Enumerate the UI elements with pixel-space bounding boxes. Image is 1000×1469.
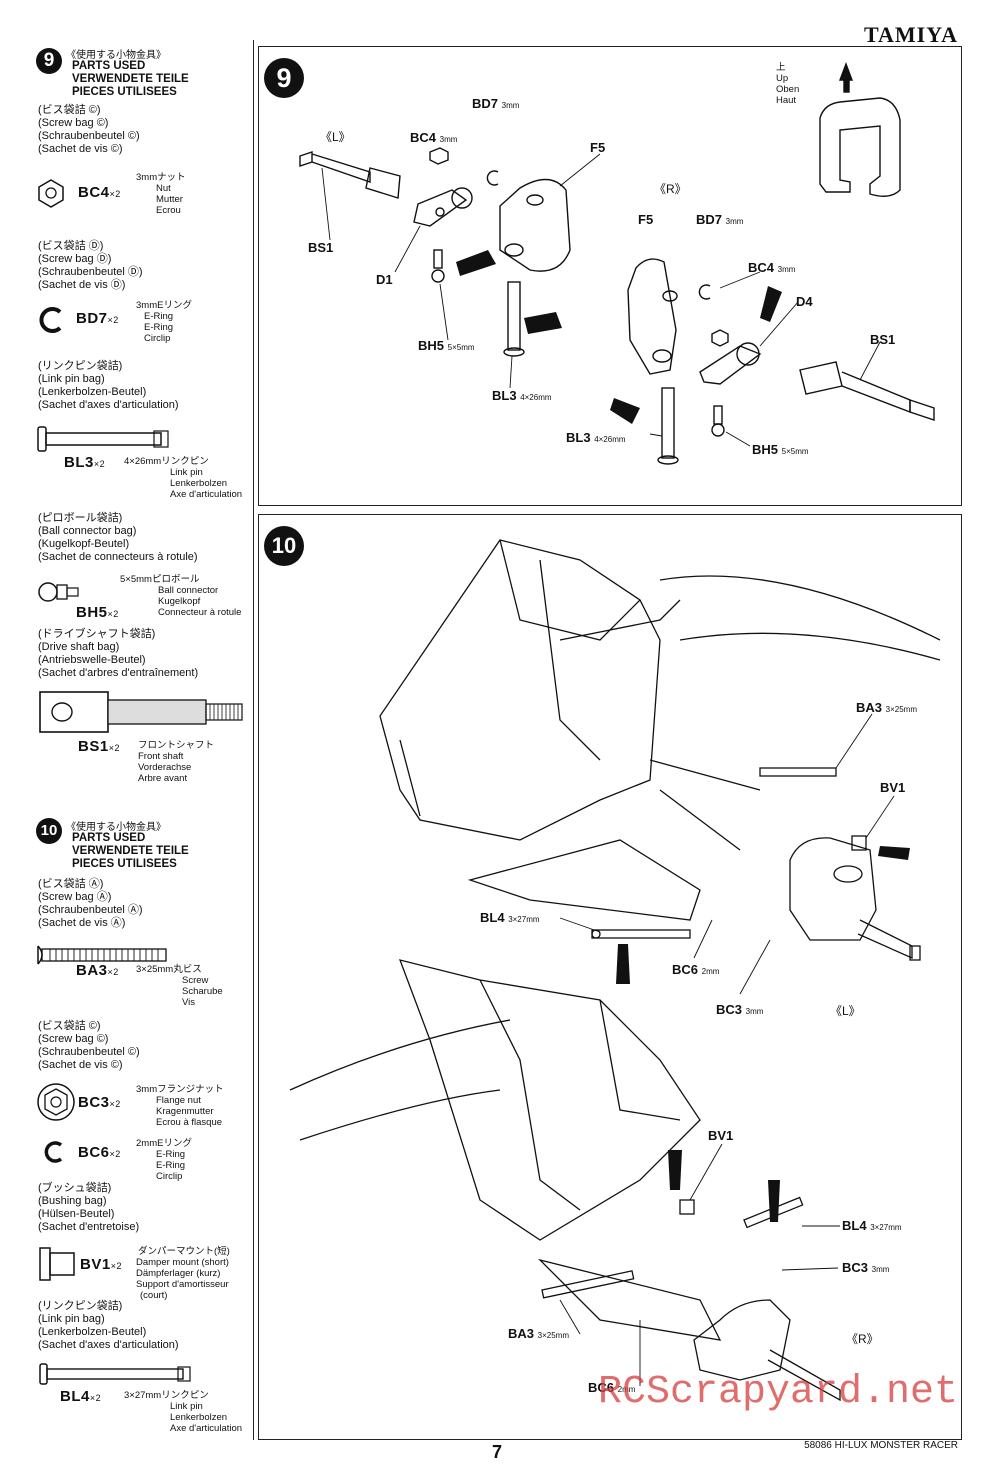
bag-group: (ビス袋詰 Ⓓ)(Screw bag Ⓓ)(Schraubenbeutel Ⓓ)… (38, 240, 143, 291)
bag-group: (ドライブシャフト袋詰)(Drive shaft bag)(Antriebswe… (38, 628, 199, 679)
bag-group: (ビス袋詰 Ⓐ)(Screw bag Ⓐ)(Schraubenbeutel Ⓐ)… (38, 878, 143, 929)
label-left: 《L》 (830, 1004, 861, 1018)
label-bd7: BD7 3mm (472, 96, 520, 111)
step-9-badge: 9 (36, 48, 62, 74)
label-bs1: BS1 (308, 240, 334, 255)
bag-group: (リンクピン袋詰)(Link pin bag)(Lenkerbolzen-Beu… (38, 360, 179, 411)
part-code: BV1×2 (80, 1256, 122, 1273)
watermark: RCScrapyard.net (597, 1370, 958, 1415)
part-code: BL4×2 (60, 1388, 102, 1405)
label-bc6: BC6 2mm (672, 962, 720, 977)
label-bv1: BV1 (880, 780, 906, 795)
label-bd7-right: BD7 3mm (696, 212, 744, 227)
ball-connector-icon (38, 582, 79, 602)
part-code: BA3×2 (76, 962, 119, 979)
flange-nut-icon (37, 1083, 75, 1121)
step-9-panel (258, 46, 962, 506)
label-bh5: BH5 5×5mm (418, 338, 475, 353)
label-bs1-right: BS1 (870, 332, 896, 347)
step-9-number: 9 (264, 58, 304, 98)
part-code: BC3×2 (78, 1094, 121, 1111)
label-bl3-right: BL3 4×26mm (566, 430, 626, 445)
link-pin-icon (37, 426, 169, 452)
bag-group: (ブッシュ袋詰)(Bushing bag)(Hülsen-Beutel)(Sac… (38, 1182, 140, 1233)
label-bc3: BC3 3mm (716, 1002, 764, 1017)
label-bl3: BL3 4×26mm (492, 388, 552, 403)
label-bc4: BC4 3mm (410, 130, 458, 145)
step-10-number: 10 (264, 526, 304, 566)
label-d4: D4 (796, 294, 813, 309)
step-10-badge: 10 (36, 818, 62, 844)
model-footer: 58086 HI-LUX MONSTER RACER (804, 1440, 958, 1451)
parts-used-jp: 《使用する小物金具》 (66, 822, 166, 833)
label-left: 《L》 (320, 130, 351, 144)
part-code: BL3×2 (64, 454, 106, 471)
label-bc3-lower: BC3 3mm (842, 1260, 890, 1275)
damper-mount-icon (39, 1247, 75, 1281)
label-f5: F5 (590, 140, 606, 155)
label-bl4-lower: BL4 3×27mm (842, 1218, 902, 1233)
bag-group: (ビス袋詰 ©)(Screw bag ©)(Schraubenbeutel ©)… (38, 104, 140, 155)
part-code: BC6×2 (78, 1144, 121, 1161)
drive-shaft-icon (39, 691, 243, 733)
bag-group: (ビス袋詰 ©)(Screw bag ©)(Schraubenbeutel ©)… (38, 1020, 140, 1071)
parts-used-jp: 《使用する小物金具》 (66, 50, 166, 61)
label-bl4: BL4 3×27mm (480, 910, 540, 925)
label-bc6-lower: BC6 2mm (588, 1380, 636, 1395)
nut-icon (38, 179, 64, 208)
label-bc4-right: BC4 3mm (748, 260, 796, 275)
label-f5-right: F5 (638, 212, 654, 227)
label-right: 《R》 (654, 182, 687, 196)
e-ring-icon (39, 307, 62, 333)
part-code: BC4×2 (78, 184, 121, 201)
part-description: ダンパーマウント(短)Damper mount (short)Dämpferla… (136, 1246, 230, 1301)
e-ring-small-icon (44, 1141, 63, 1163)
step-10-panel (258, 514, 962, 1440)
label-right: 《R》 (846, 1332, 879, 1346)
part-code: BH5×2 (76, 604, 119, 621)
page-number: 7 (492, 1442, 503, 1462)
brand-logo: TAMIYA (863, 22, 958, 47)
part-code: BD7×2 (76, 310, 119, 327)
label-bv1-lower: BV1 (708, 1128, 734, 1143)
label-ba3: BA3 3×25mm (856, 700, 917, 715)
screw-icon (37, 945, 167, 965)
label-bh5-right: BH5 5×5mm (752, 442, 809, 457)
label-d1: D1 (376, 272, 393, 287)
label-ba3-lower: BA3 3×25mm (508, 1326, 569, 1341)
part-code: BS1×2 (78, 738, 120, 755)
column-divider (253, 40, 254, 1440)
bag-group: (ピロボール袋詰)(Ball connector bag)(Kugelkopf-… (38, 512, 198, 563)
bag-group: (リンクピン袋詰)(Link pin bag)(Lenkerbolzen-Beu… (38, 1300, 179, 1351)
link-pin-long-icon (39, 1363, 191, 1385)
